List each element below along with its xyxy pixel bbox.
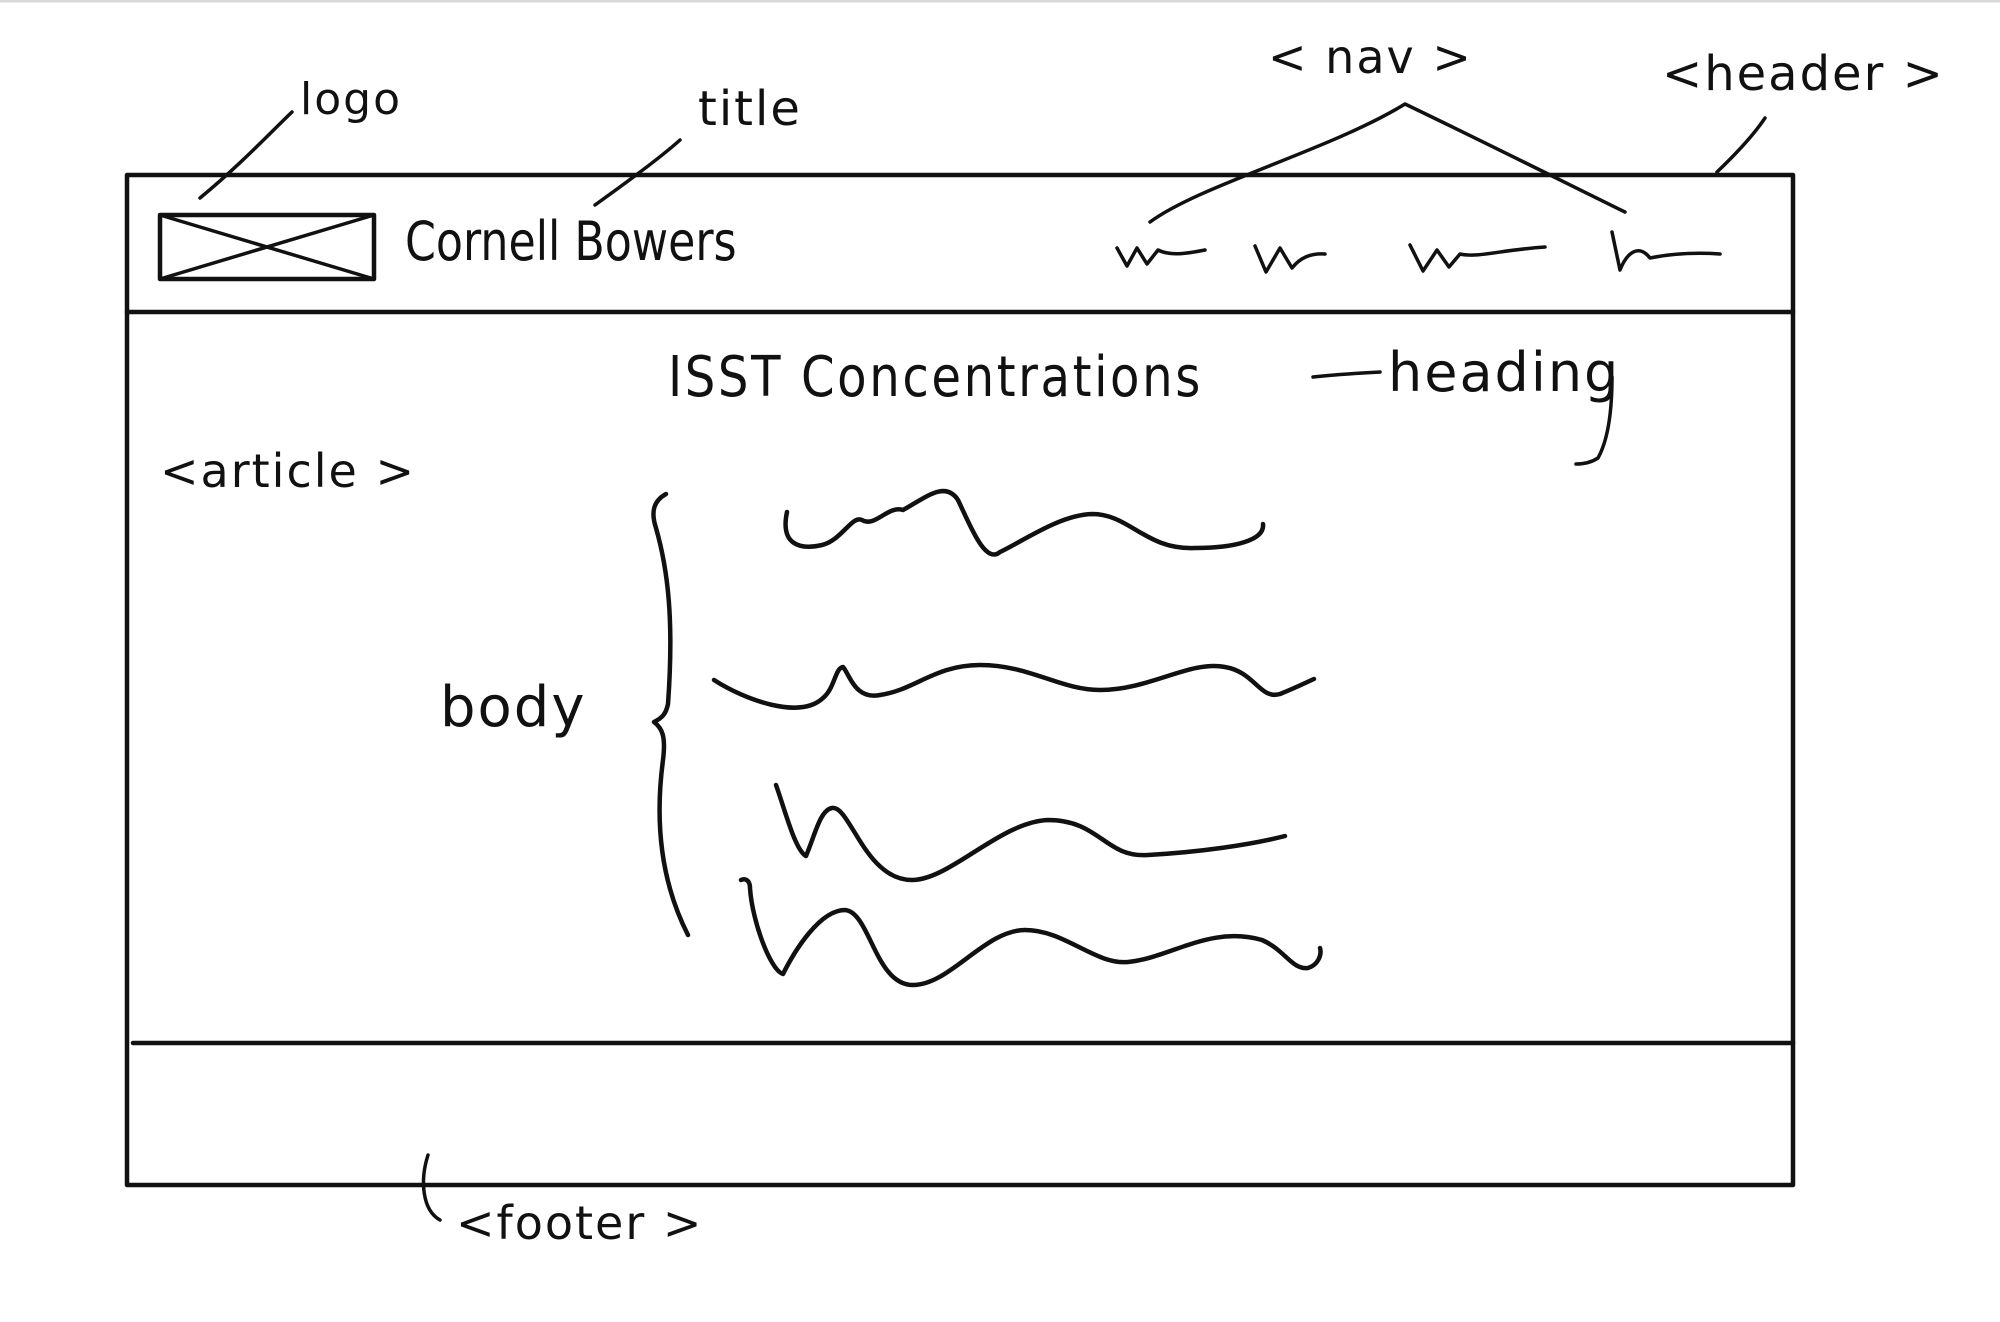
body-line-3	[773, 782, 1288, 883]
page-heading: ISST Concentrations	[668, 345, 1203, 410]
body-line-4	[738, 877, 1323, 988]
title-annotation: title	[698, 81, 802, 137]
nav-item-2[interactable]	[1253, 244, 1327, 274]
page-frame	[124, 172, 1796, 1188]
article-annotation: <article >	[160, 444, 416, 498]
footer-leader-line	[421, 1153, 442, 1222]
logo-annotation: logo	[300, 74, 402, 125]
body-line-2	[711, 662, 1317, 710]
site-title: Cornell Bowers	[405, 210, 737, 273]
title-leader-line	[593, 138, 682, 207]
header-annotation: <header >	[1662, 46, 1945, 102]
nav-item-4[interactable]	[1610, 230, 1722, 272]
heading-leader-line	[1311, 370, 1614, 466]
body-brace	[651, 491, 691, 938]
footer-annotation: <footer >	[456, 1196, 704, 1250]
header-leader-line	[1715, 116, 1767, 174]
body-annotation: body	[440, 675, 587, 740]
image-placeholder-icon	[157, 212, 377, 282]
heading-annotation: heading	[1388, 341, 1621, 404]
nav-bracket	[1148, 102, 1627, 224]
nav-item-3[interactable]	[1408, 243, 1547, 273]
body-line-1	[783, 488, 1266, 557]
nav-annotation: < nav >	[1268, 30, 1473, 84]
logo-leader-line	[198, 110, 294, 200]
nav-item-1[interactable]	[1115, 246, 1207, 268]
